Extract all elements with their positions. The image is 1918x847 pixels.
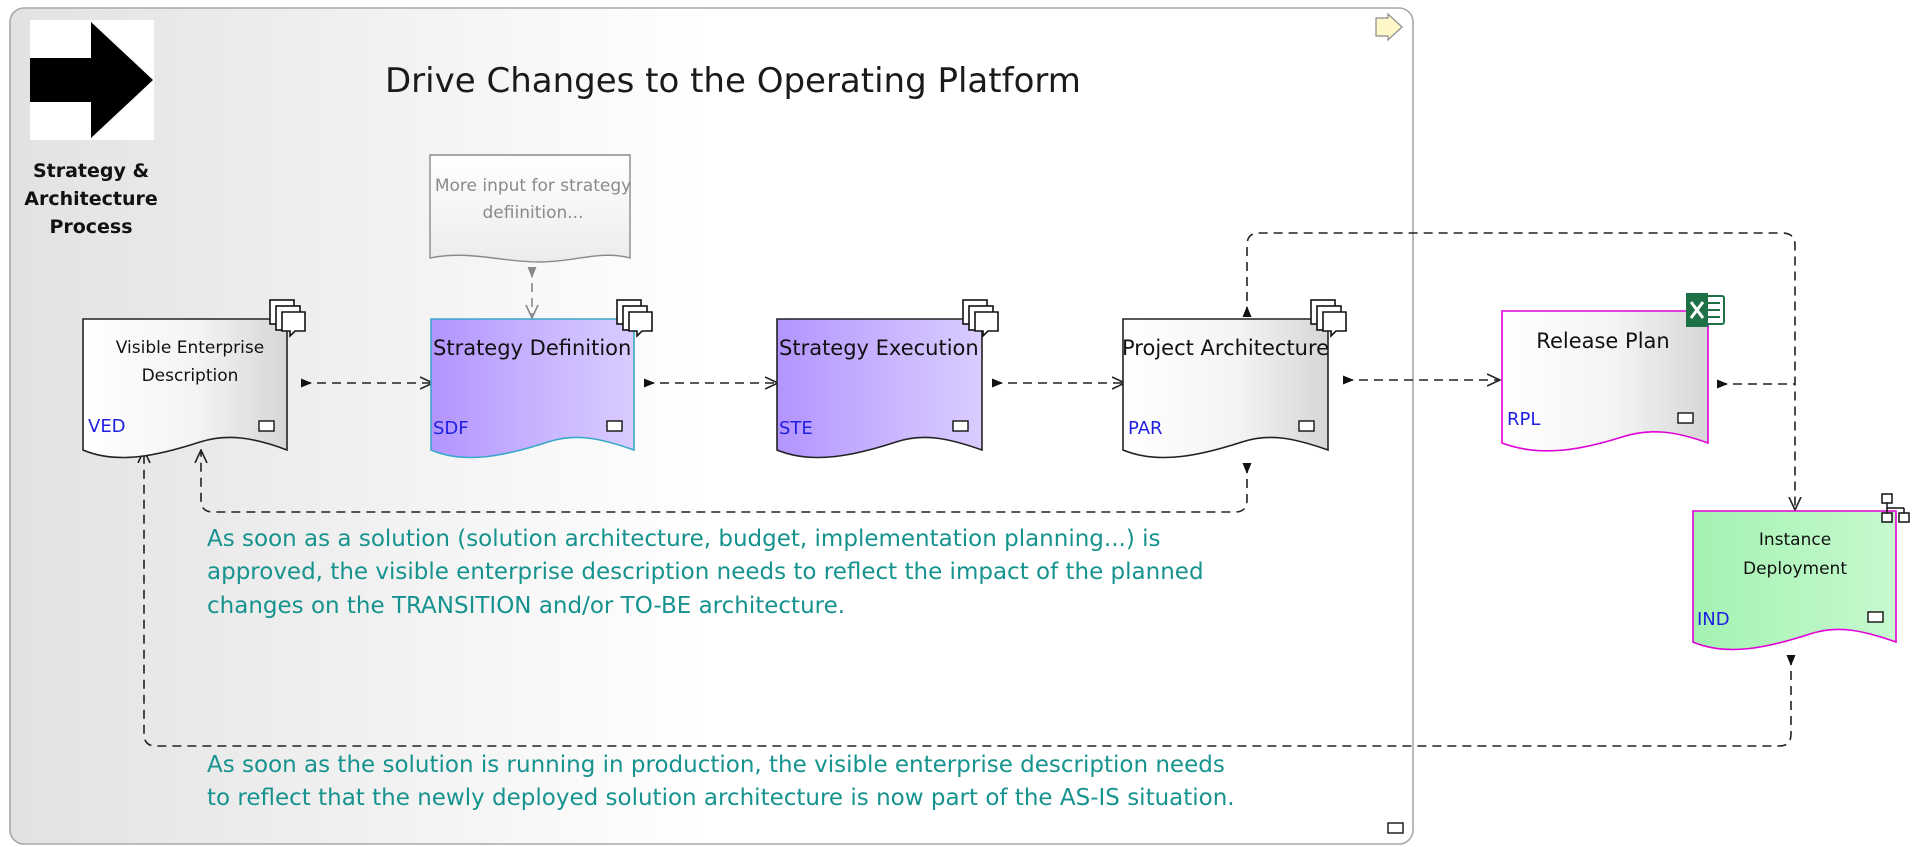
sdf-title: Strategy Definition (433, 336, 631, 360)
ind-title-line-1: Instance (1759, 530, 1831, 550)
ved-title-line-1: Visible Enterprise (116, 338, 264, 358)
edge-par-to-ind (1247, 232, 1795, 510)
excel-icon (1686, 293, 1725, 327)
par-code: PAR (1128, 418, 1163, 439)
process-arrow-icon (30, 22, 153, 138)
note-text-line-2: defiinition... (483, 203, 584, 223)
ste-element-icon (952, 420, 969, 432)
annotation-approved-line-1: As soon as a solution (solution architec… (207, 526, 1161, 552)
lane-label-line-3: Process (49, 216, 132, 238)
annotation-production-line-1: As soon as the solution is running in pr… (207, 752, 1225, 778)
rpl-code: RPL (1507, 409, 1540, 430)
rpl-title: Release Plan (1536, 329, 1669, 353)
note-strategy-input: More input for strategy defiinition... (429, 154, 631, 263)
par-element-icon (1298, 420, 1315, 432)
node-icon (1881, 493, 1910, 523)
lane-label-line-1: Strategy & (33, 160, 149, 182)
ste-artifacts-icon (962, 299, 999, 338)
ind-title-line-2: Deployment (1743, 559, 1847, 579)
element-release-plan[interactable]: Release Plan RPL (1501, 293, 1725, 452)
note-text-line-1: More input for strategy (435, 176, 631, 196)
ved-title-line-2: Description (142, 366, 239, 386)
ind-code: IND (1697, 609, 1730, 630)
edge-ind-to-ved (144, 450, 1791, 747)
frame-title: Drive Changes to the Operating Platform (385, 61, 1081, 101)
annotation-approved-line-2: approved, the visible enterprise descrip… (207, 559, 1204, 585)
sdf-code: SDF (433, 418, 469, 439)
element-instance-deployment[interactable]: Instance Deployment IND (1692, 493, 1910, 651)
sdf-artifacts-icon (616, 299, 653, 338)
element-project-architecture[interactable]: Project Architecture PAR (1122, 299, 1347, 459)
ved-element-icon (258, 420, 275, 432)
annotation-approved: As soon as a solution (solution architec… (207, 526, 1204, 619)
annotation-approved-line-3: changes on the TRANSITION and/or TO-BE a… (207, 593, 845, 619)
rpl-element-icon (1677, 412, 1694, 424)
lane-label-line-2: Architecture (24, 188, 157, 210)
ste-title: Strategy Execution (779, 336, 979, 360)
ind-element-icon (1867, 611, 1884, 623)
frame-element-icon (1387, 822, 1404, 834)
lane-header: Strategy & Architecture Process (24, 20, 158, 238)
ste-code: STE (779, 418, 813, 439)
element-strategy-execution[interactable]: Strategy Execution STE (776, 299, 999, 459)
connectors (144, 232, 1795, 747)
par-artifacts-icon (1310, 299, 1347, 338)
par-title: Project Architecture (1122, 336, 1329, 360)
sdf-element-icon (606, 420, 623, 432)
element-strategy-definition[interactable]: Strategy Definition SDF (430, 299, 653, 459)
annotation-production: As soon as the solution is running in pr… (207, 752, 1235, 811)
process-arrow-corner-icon (1375, 12, 1403, 42)
ved-artifacts-icon (269, 299, 306, 338)
ved-code: VED (88, 416, 126, 437)
annotation-production-line-2: to reflect that the newly deployed solut… (207, 785, 1235, 811)
element-visible-enterprise-description[interactable]: Visible Enterprise Description VED (82, 299, 306, 459)
